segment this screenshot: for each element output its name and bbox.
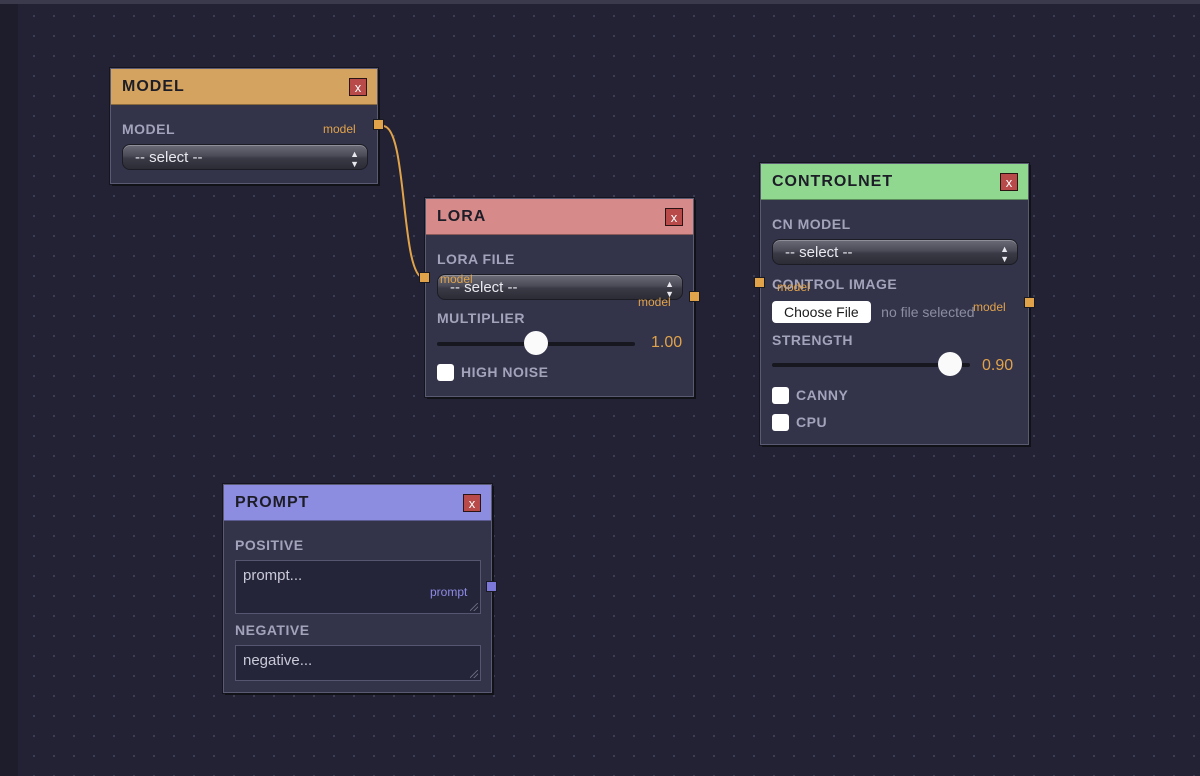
model-output-port[interactable]	[373, 119, 384, 130]
prompt-node-body: POSITIVE prompt... NEGATIVE negative...	[224, 521, 491, 689]
chevron-updown-icon: ▲▼	[1000, 244, 1009, 264]
strength-value: 0.90	[982, 357, 1014, 374]
prompt-node-header[interactable]: PROMPT x	[224, 485, 491, 521]
controlnet-node[interactable]: CONTROLNET x CN MODEL -- select -- ▲▼ CO…	[760, 163, 1029, 445]
lora-node[interactable]: LORA x LORA FILE -- select -- ▲▼ MULTIPL…	[425, 198, 694, 397]
lora-node-body: LORA FILE -- select -- ▲▼ MULTIPLIER 1.0…	[426, 235, 693, 393]
multiplier-label: MULTIPLIER	[437, 310, 525, 326]
lora-output-port-label: model	[638, 295, 671, 309]
lora-close-button[interactable]: x	[665, 207, 683, 226]
resize-handle-icon[interactable]	[470, 603, 478, 611]
controlnet-input-port-label: model	[777, 280, 810, 294]
top-border-bar	[0, 0, 1200, 4]
positive-prompt-placeholder: prompt...	[243, 567, 303, 584]
strength-label: STRENGTH	[772, 332, 853, 348]
cn-model-select[interactable]: -- select -- ▲▼	[772, 239, 1018, 265]
chevron-updown-icon: ▲▼	[350, 149, 359, 169]
positive-prompt-textarea[interactable]: prompt...	[235, 560, 481, 614]
cpu-label: CPU	[796, 414, 828, 430]
control-image-file-row: Choose File no file selected	[772, 301, 1018, 325]
model-node-title: MODEL	[122, 77, 185, 95]
model-select[interactable]: -- select -- ▲▼	[122, 144, 368, 170]
prompt-node[interactable]: PROMPT x POSITIVE prompt... NEGATIVE neg…	[223, 484, 492, 693]
lora-file-label: LORA FILE	[437, 251, 515, 267]
high-noise-row[interactable]: HIGH NOISE	[437, 359, 683, 385]
controlnet-input-port[interactable]	[754, 277, 765, 288]
high-noise-checkbox[interactable]	[437, 363, 454, 381]
model-close-button[interactable]: x	[349, 77, 367, 96]
lora-input-port[interactable]	[419, 272, 430, 283]
controlnet-output-port-label: model	[973, 300, 1006, 314]
prompt-close-button[interactable]: x	[463, 493, 481, 512]
lora-node-header[interactable]: LORA x	[426, 199, 693, 235]
resize-handle-icon[interactable]	[470, 670, 478, 678]
lora-file-select[interactable]: -- select -- ▲▼	[437, 274, 683, 300]
negative-prompt-placeholder: negative...	[243, 652, 313, 669]
canny-row[interactable]: CANNY	[772, 382, 1018, 408]
negative-label: NEGATIVE	[235, 622, 310, 638]
left-sidebar-strip	[0, 0, 18, 776]
cn-model-label: CN MODEL	[772, 216, 851, 232]
prompt-node-title: PROMPT	[235, 493, 310, 511]
model-output-port-label: model	[323, 122, 356, 136]
model-node[interactable]: MODEL x MODEL -- select -- ▲▼	[110, 68, 378, 184]
strength-slider[interactable]: 0.90	[772, 349, 1018, 379]
control-image-label: CONTROL IMAGE	[772, 276, 898, 292]
controlnet-node-title: CONTROLNET	[772, 172, 894, 190]
lora-node-title: LORA	[437, 207, 487, 225]
multiplier-slider-thumb[interactable]	[524, 331, 548, 355]
high-noise-label: HIGH NOISE	[461, 364, 549, 380]
negative-prompt-textarea[interactable]: negative...	[235, 645, 481, 681]
cn-model-select-value: -- select --	[785, 244, 853, 261]
model-field-label: MODEL	[122, 121, 176, 137]
multiplier-slider[interactable]: 1.00	[437, 328, 683, 358]
cpu-checkbox[interactable]	[772, 413, 789, 431]
model-select-value: -- select --	[135, 149, 203, 166]
controlnet-node-body: CN MODEL -- select -- ▲▼ CONTROL IMAGE C…	[761, 200, 1028, 443]
controlnet-node-header[interactable]: CONTROLNET x	[761, 164, 1028, 200]
model-node-body: MODEL -- select -- ▲▼	[111, 105, 377, 178]
strength-slider-track[interactable]	[772, 363, 970, 367]
positive-label: POSITIVE	[235, 537, 304, 553]
model-node-header[interactable]: MODEL x	[111, 69, 377, 105]
controlnet-output-port[interactable]	[1024, 297, 1035, 308]
controlnet-close-button[interactable]: x	[1000, 172, 1018, 191]
lora-select-value: -- select --	[450, 279, 518, 296]
lora-output-port[interactable]	[689, 291, 700, 302]
choose-file-button[interactable]: Choose File	[772, 301, 871, 323]
canny-label: CANNY	[796, 387, 849, 403]
cpu-row[interactable]: CPU	[772, 409, 1018, 435]
prompt-output-port[interactable]	[486, 581, 497, 592]
lora-input-port-label: model	[440, 272, 473, 286]
chevron-updown-icon: ▲▼	[665, 279, 674, 299]
multiplier-value: 1.00	[651, 334, 683, 351]
file-status-text: no file selected	[881, 304, 975, 320]
strength-slider-thumb[interactable]	[938, 352, 962, 376]
canny-checkbox[interactable]	[772, 386, 789, 404]
prompt-output-port-label: prompt	[430, 585, 468, 599]
